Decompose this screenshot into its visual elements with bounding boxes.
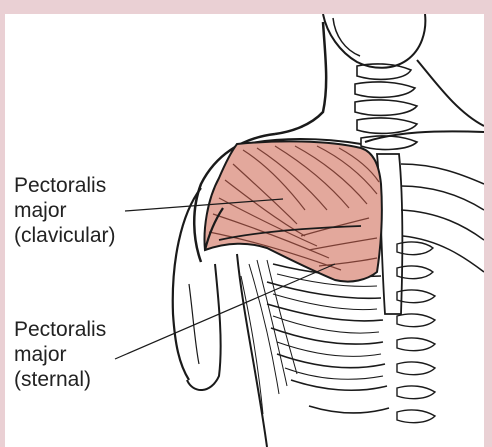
jaw-line <box>333 18 360 56</box>
right-ribs <box>401 164 484 272</box>
arm-inner-outline <box>187 264 221 390</box>
label-sternal-line-2: major <box>14 342 106 367</box>
label-clavicular-line-3: (clavicular) <box>14 223 116 248</box>
label-pectoralis-major-clavicular: Pectoralis major (clavicular) <box>14 173 116 248</box>
neck-left-outline <box>275 22 326 134</box>
label-pectoralis-major-sternal: Pectoralis major (sternal) <box>14 317 106 392</box>
label-clavicular-line-1: Pectoralis <box>14 173 116 198</box>
label-clavicular-line-2: major <box>14 198 116 223</box>
leader-line-sternal <box>115 264 335 359</box>
label-sternal-line-3: (sternal) <box>14 367 106 392</box>
pectoralis-major-muscle <box>205 141 382 281</box>
trapezius-right <box>417 60 484 126</box>
left-rib-inner-lines <box>273 274 383 379</box>
illustration-panel: Pectoralis major (clavicular) Pectoralis… <box>5 14 484 447</box>
label-sternal-line-1: Pectoralis <box>14 317 106 342</box>
skull-outline <box>323 14 425 68</box>
